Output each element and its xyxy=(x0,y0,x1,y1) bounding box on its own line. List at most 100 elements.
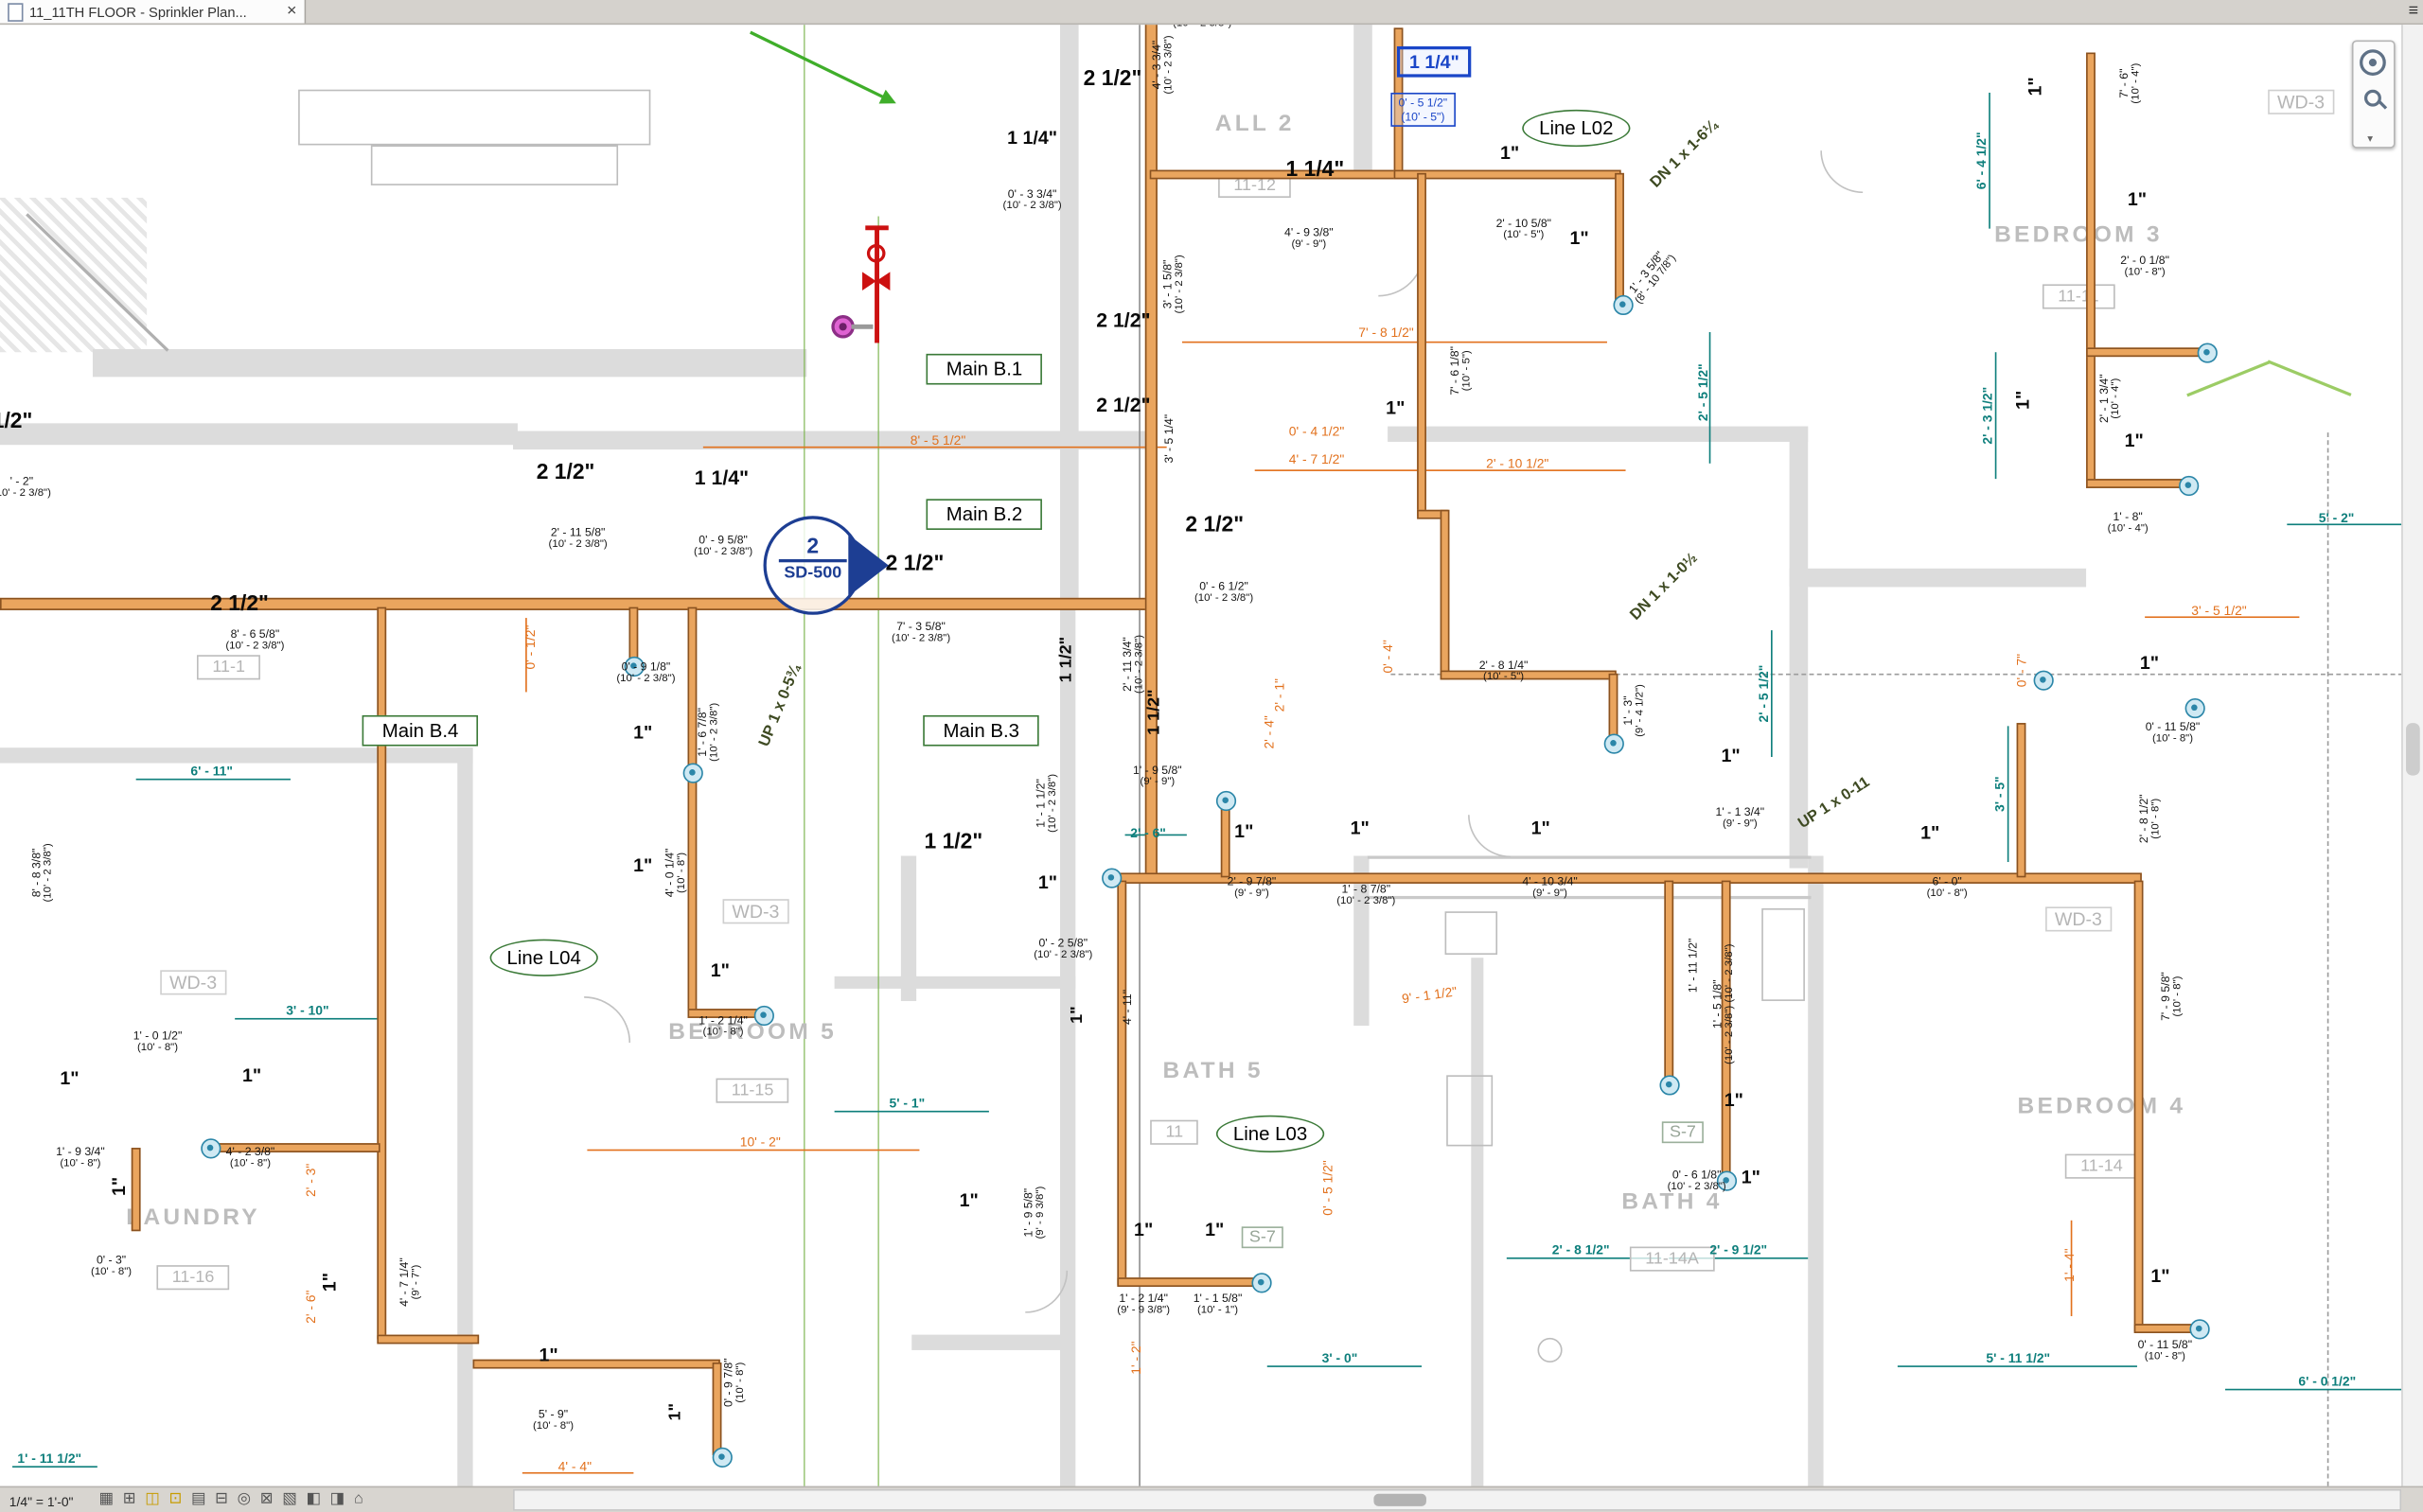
pipe-size-label[interactable]: 1 1/4" xyxy=(1285,155,1345,182)
dimension-label[interactable]: 1' - 9 5/8"(9' - 9 3/8") xyxy=(1021,1186,1047,1239)
sprinkler-head-symbol[interactable] xyxy=(2184,697,2205,719)
sprinkler-head-symbol[interactable] xyxy=(1215,790,1237,812)
status-icon[interactable]: ⊠ xyxy=(259,1490,274,1508)
status-icon[interactable]: ▧ xyxy=(282,1490,297,1508)
pipe-size-label[interactable]: 1" xyxy=(959,1189,979,1211)
dimension-label-orange[interactable]: 2' - 1" xyxy=(1271,678,1287,712)
room-number-tag[interactable]: 11-16 xyxy=(156,1265,230,1291)
pipe-size-label[interactable]: 1" xyxy=(1386,396,1406,419)
pipe-size-label[interactable]: 1" xyxy=(1724,1089,1743,1111)
dimension-label-orange[interactable]: 1' - 2" xyxy=(1127,1341,1144,1375)
main-pipe-label[interactable]: Main B.1 xyxy=(926,353,1043,385)
pipe-size-label[interactable]: 1" xyxy=(242,1064,262,1086)
dimension-label[interactable]: 3' - 1 5/8"(10' - 2 3/8") xyxy=(1159,255,1186,314)
sprinkler-head-symbol[interactable] xyxy=(1603,733,1624,754)
pipe-segment[interactable] xyxy=(712,1362,722,1455)
pipe-size-label[interactable]: 1" xyxy=(710,958,730,981)
zoom-icon[interactable] xyxy=(2363,89,2381,107)
dimension-label-orange[interactable]: 4' - 4" xyxy=(557,1458,592,1474)
pipe-size-label[interactable]: 1" xyxy=(2011,390,2034,410)
dimension-label-teal[interactable]: 6' - 11" xyxy=(190,763,233,779)
pipe-segment[interactable] xyxy=(687,607,698,1015)
dimension-label-orange[interactable]: 10' - 2" xyxy=(739,1134,781,1150)
pipe-segment[interactable] xyxy=(2133,880,2144,1332)
dimension-label-teal[interactable]: 2' - 8 1/2" xyxy=(1551,1241,1610,1257)
dimension-label-orange[interactable]: 0' - 5 1/2" xyxy=(1319,1160,1335,1216)
sprinkler-head-symbol[interactable] xyxy=(1102,868,1123,888)
dimension-label[interactable]: 0' - 2 5/8"(10' - 2 3/8") xyxy=(1034,936,1093,961)
dimension-label[interactable]: 6' - 0"(10' - 8") xyxy=(1926,873,1968,900)
pipe-segment[interactable] xyxy=(2086,479,2183,488)
dimension-label-orange[interactable]: 1' - 4" xyxy=(2060,1248,2078,1282)
dimension-label[interactable]: 0' - 6 1/8"(10' - 2 3/8") xyxy=(1667,1168,1726,1193)
pipe-rise-annotation[interactable]: DN 1 x 1-0½ xyxy=(1627,550,1702,624)
selected-dimension-label[interactable]: 0' - 5 1/2" (10' - 5") xyxy=(1390,92,1456,127)
riser-assembly[interactable] xyxy=(828,220,902,352)
dimension-label[interactable]: 1' - 8 7/8"(10' - 2 3/8") xyxy=(1336,882,1396,907)
main-pipe-label[interactable]: Main B.4 xyxy=(362,714,479,747)
sprinkler-head-symbol[interactable] xyxy=(682,763,703,783)
dimension-label[interactable]: 2' - 1 3/4"(10' - 4") xyxy=(2096,374,2123,424)
status-icon[interactable]: ▦ xyxy=(98,1490,114,1508)
status-icon[interactable]: ⊟ xyxy=(215,1490,228,1508)
status-icon[interactable]: ⌂ xyxy=(353,1490,363,1508)
dimension-label-orange[interactable]: 7' - 8 1/2" xyxy=(1358,324,1414,341)
pipe-size-label[interactable]: 2 1/2" xyxy=(210,589,269,615)
s7-tag[interactable]: S-7 xyxy=(1241,1226,1284,1249)
dimension-label[interactable]: 1' - 9 3/4"(10' - 8") xyxy=(56,1144,105,1170)
pipe-size-label[interactable]: 1 1/2" xyxy=(1144,689,1164,735)
status-icon[interactable]: ◎ xyxy=(237,1490,251,1508)
dimension-label[interactable]: 1' - 3 5/8"(8' - 10 7/8") xyxy=(1625,248,1679,308)
dimension-label[interactable]: 0' - 9 1/8"(10' - 2 3/8") xyxy=(616,659,676,685)
dimension-label-teal[interactable]: 2' - 5 1/2" xyxy=(1755,664,1772,723)
pipe-segment[interactable] xyxy=(1149,169,1401,180)
pipe-segment[interactable] xyxy=(1615,172,1624,303)
pipe-size-label[interactable]: 1" xyxy=(1499,142,1520,165)
pipe-size-label[interactable]: 1" xyxy=(1530,817,1550,839)
dimension-label[interactable]: 7' - 6"(10' - 4") xyxy=(2116,62,2143,104)
sprinkler-head-symbol[interactable] xyxy=(753,1005,774,1027)
dimension-label[interactable]: 2' - 11 3/4"(10' - 2 3/8") xyxy=(1120,634,1146,694)
pipe-segment[interactable] xyxy=(1117,1277,1260,1287)
pipe-segment[interactable] xyxy=(377,1334,480,1345)
dimension-label[interactable]: 0' - 3 3/4"(10' - 2 3/8") xyxy=(1002,186,1062,213)
dimension-label[interactable]: 2' - 8 1/4"(10' - 5") xyxy=(1478,658,1529,684)
pipe-segment[interactable] xyxy=(1393,169,1621,180)
room-number-tag[interactable]: 11-14A xyxy=(1629,1246,1715,1272)
pipe-size-label[interactable]: 1" xyxy=(2139,651,2160,674)
selected-pipe-size-label[interactable]: 1 1/4" xyxy=(1396,45,1472,78)
sprinkler-head-symbol[interactable] xyxy=(1659,1075,1680,1096)
sprinkler-head-symbol[interactable] xyxy=(201,1138,221,1159)
status-icon[interactable]: ⊞ xyxy=(122,1490,136,1508)
sprinkler-head-symbol[interactable] xyxy=(624,656,645,677)
pipe-segment[interactable] xyxy=(131,1148,141,1232)
room-number-tag[interactable]: 11 xyxy=(1150,1119,1199,1145)
pipe-segment[interactable] xyxy=(2086,347,2201,358)
dimension-label-teal[interactable]: 2' - 5 1/2" xyxy=(1695,363,1711,422)
dimension-label[interactable]: 1' - 1 3/4"(9' - 9") xyxy=(1715,804,1765,831)
dimension-label[interactable]: 8' - 6 5/8"(10' - 2 3/8") xyxy=(225,626,285,653)
s7-tag[interactable]: S-7 xyxy=(1661,1121,1705,1144)
sprinkler-head-symbol[interactable] xyxy=(712,1447,733,1468)
pipe-size-label[interactable]: 1 1/4" xyxy=(694,466,750,489)
tab-close-button[interactable]: × xyxy=(286,1,297,21)
dimension-label-orange[interactable]: 9' - 1 1/2" xyxy=(1401,983,1459,1007)
line-pipe-label[interactable]: Line L04 xyxy=(489,939,598,976)
dimension-label[interactable]: 0' - 11 5/8"(10' - 8") xyxy=(2137,1337,2193,1363)
pipe-size-label[interactable]: 1" xyxy=(2024,77,2046,97)
status-icon[interactable]: ◧ xyxy=(306,1490,321,1508)
line-pipe-label[interactable]: Line L02 xyxy=(1522,109,1631,148)
dimension-label[interactable]: 0' - 9 5/8"(10' - 2 3/8") xyxy=(694,533,753,558)
dimension-label-teal[interactable]: 3' - 10" xyxy=(286,1002,329,1018)
pipe-size-label[interactable]: 1/2" xyxy=(0,408,33,433)
dimension-label[interactable]: 0' - 9 7/8"(10' - 8") xyxy=(721,1358,748,1408)
pipe-size-label[interactable]: 2 1/2" xyxy=(536,458,595,484)
dimension-label[interactable]: 0' - 11 5/8"(10' - 8") xyxy=(2145,719,2201,746)
pipe-segment[interactable] xyxy=(1417,172,1426,517)
dimension-label[interactable]: 7' - 3 5/8"(10' - 2 3/8") xyxy=(891,619,951,645)
dimension-label[interactable]: 4' - 9 3/8"(9' - 9") xyxy=(1284,225,1334,251)
sprinkler-head-symbol[interactable] xyxy=(2189,1319,2210,1340)
dimension-label-teal[interactable]: 3' - 5" xyxy=(1991,776,2007,813)
pipe-size-label[interactable]: 2 1/2" xyxy=(1096,308,1151,332)
